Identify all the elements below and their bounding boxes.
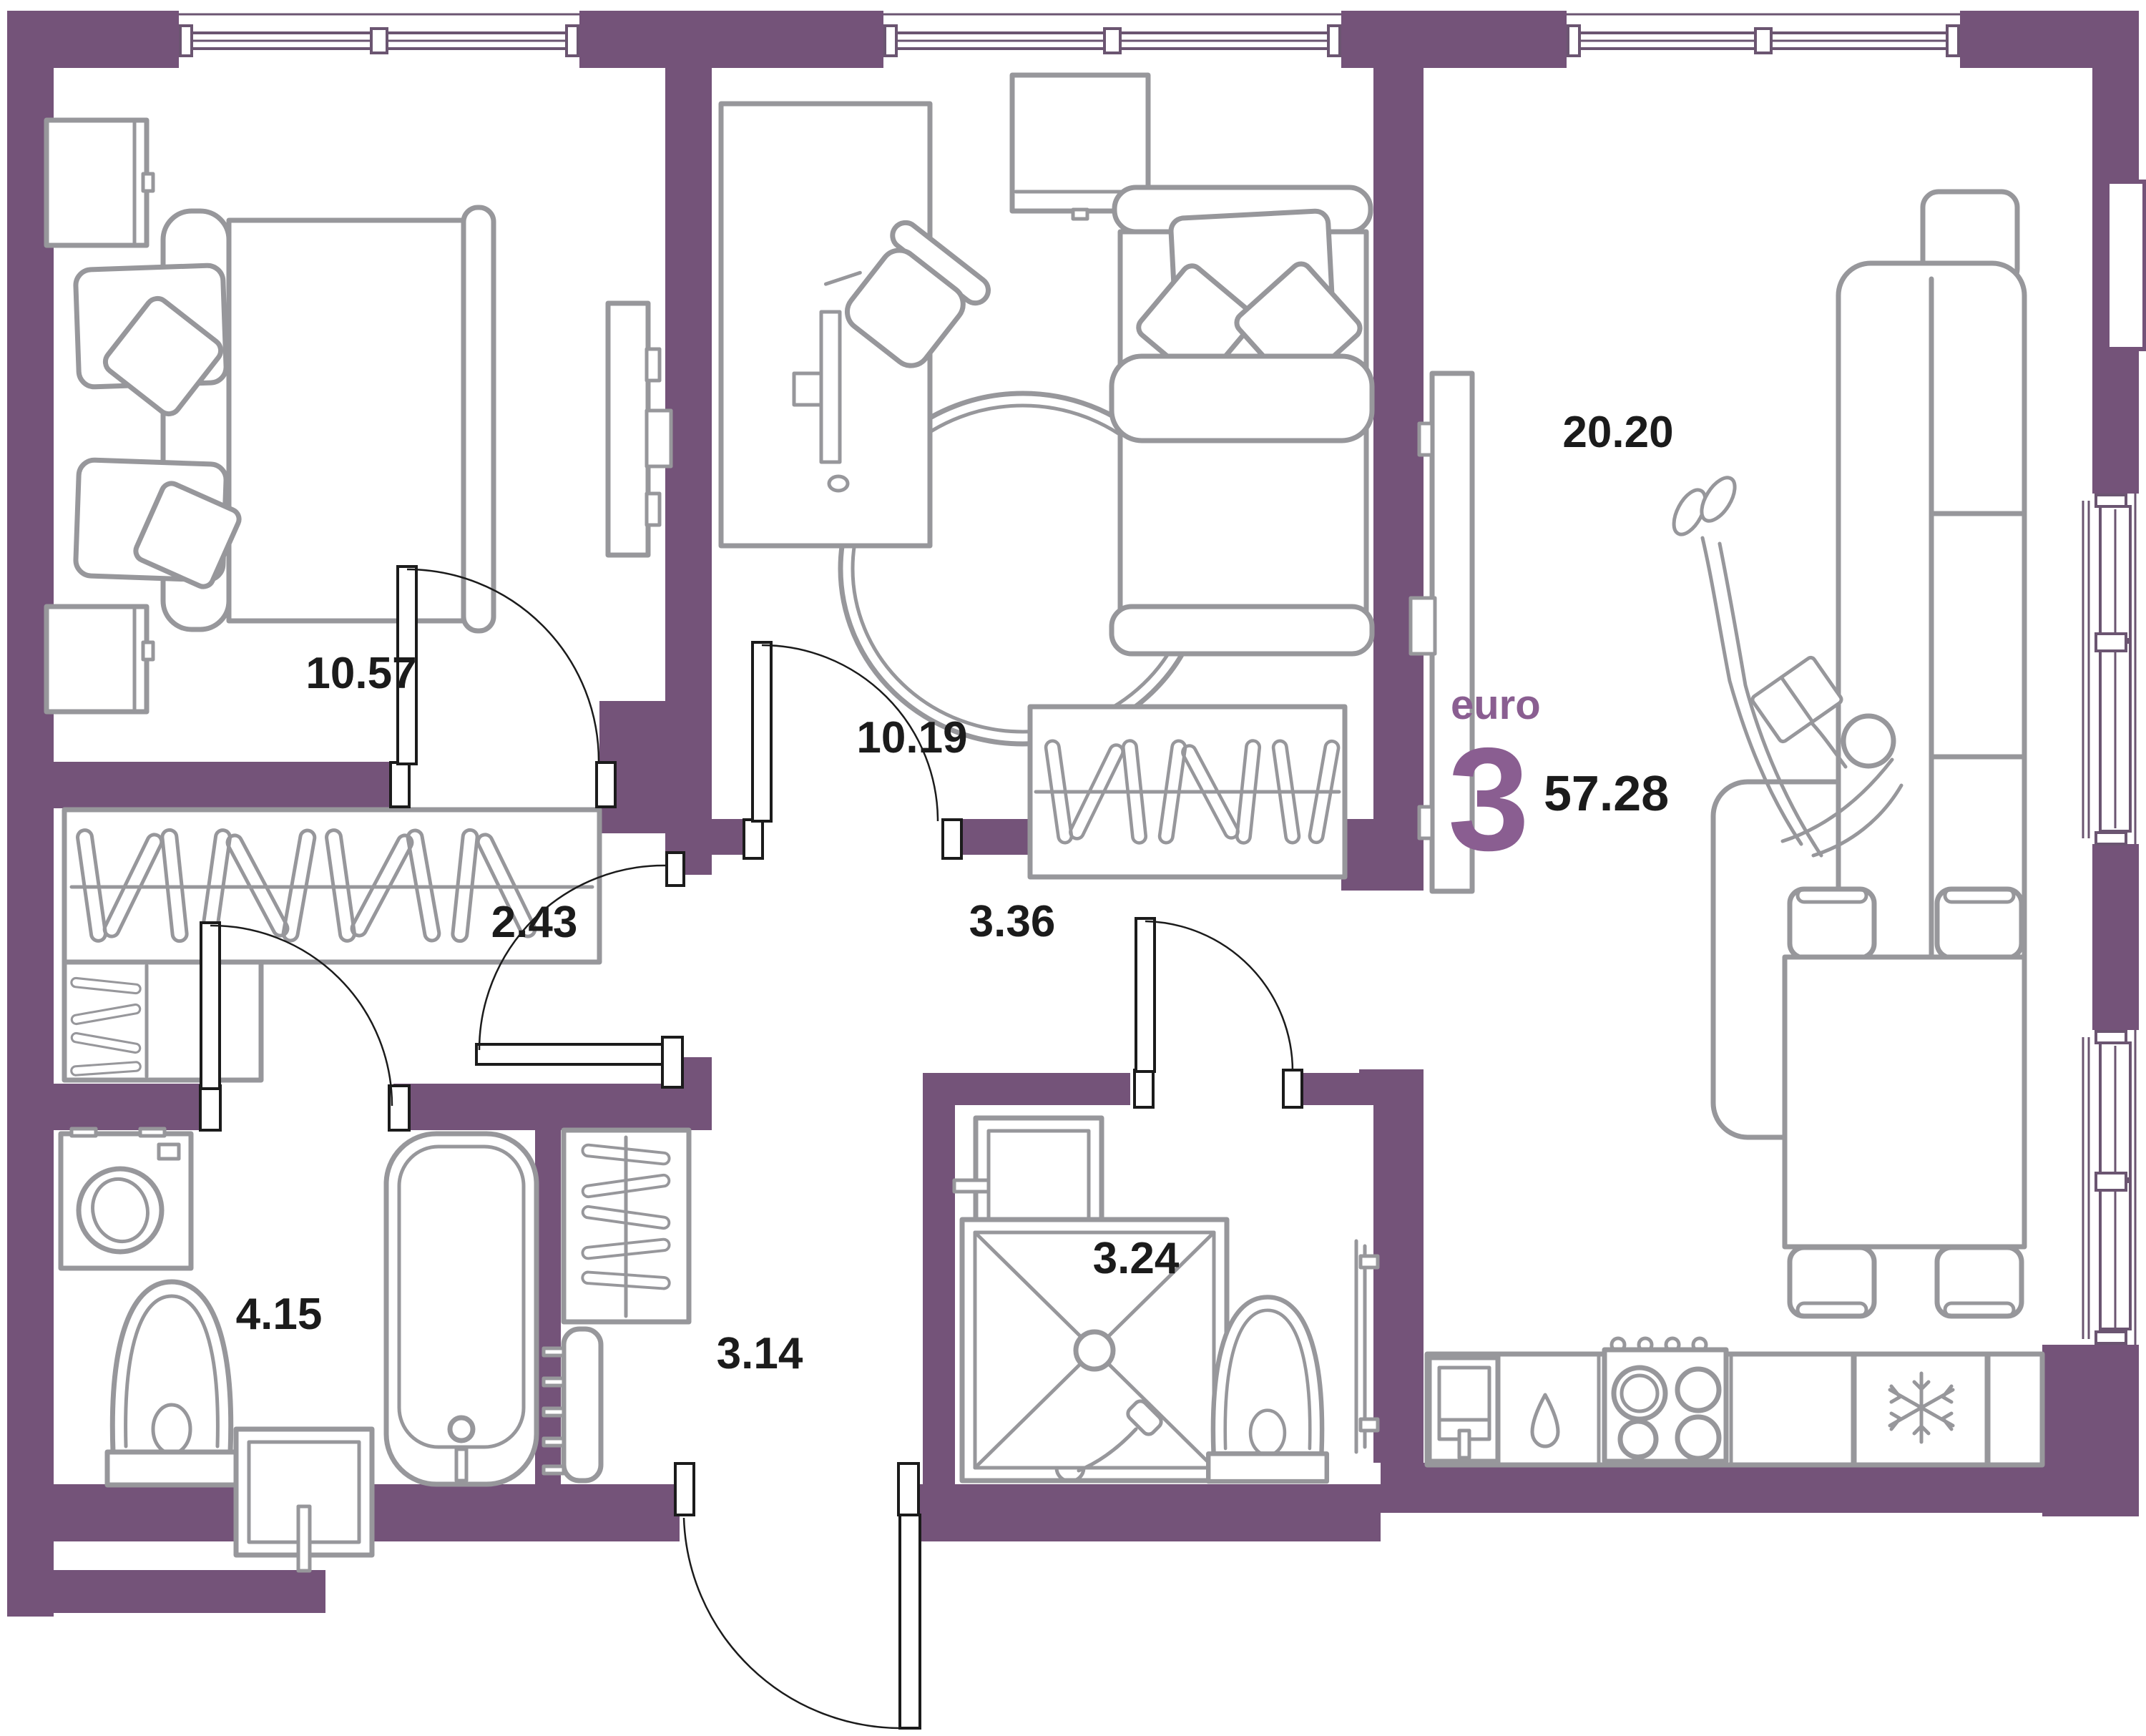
room-label-bathroom: 4.15	[236, 1290, 323, 1339]
balcony-element	[2105, 180, 2146, 351]
door-corridor-hallway	[475, 851, 685, 1089]
toilet-bathroom	[104, 1279, 239, 1488]
window-right-upper	[2082, 494, 2137, 845]
entrance-door	[674, 1462, 921, 1730]
faucet-drop-icon	[1530, 1393, 1560, 1448]
door-shower-room	[1133, 917, 1303, 1109]
room-label-entrance-hall: 3.14	[717, 1329, 803, 1378]
window-bedroom-2	[883, 13, 1341, 57]
towel-rail	[1354, 1239, 1380, 1454]
door-bedroom-2	[743, 641, 963, 860]
room-label-corridor: 2.43	[491, 898, 578, 947]
tv-bedroom	[605, 300, 673, 558]
room-label-bedroom-2: 10.19	[856, 713, 967, 762]
kitchen-sink	[1426, 1355, 1501, 1464]
single-bed	[1109, 185, 1375, 657]
tv-living	[1408, 371, 1475, 894]
office-chair	[823, 220, 991, 368]
toilet-shower-room	[1205, 1295, 1330, 1484]
room-label-living: 20.20	[1562, 408, 1673, 457]
door-bathroom	[199, 921, 411, 1132]
door-bedroom	[389, 565, 617, 808]
double-bed	[73, 205, 496, 634]
fridge	[1851, 1351, 1990, 1468]
window-right-lower	[2082, 1030, 2137, 1345]
sink-bathroom	[233, 1426, 375, 1573]
bathtub	[383, 1131, 539, 1487]
unit-type-label: euro	[1451, 682, 1541, 728]
room-label-shower-room: 3.24	[1093, 1234, 1180, 1283]
unit-summary: euro 3 57.28	[1448, 682, 1669, 881]
person-reading	[1672, 476, 1904, 858]
dining-table-set	[1782, 889, 2027, 1316]
snowflake-icon	[1888, 1371, 1955, 1444]
room-label-bedroom: 10.57	[305, 649, 416, 698]
wardrobe-corridor	[62, 807, 602, 965]
walls	[7, 11, 2139, 1617]
shoe-rack	[542, 1326, 604, 1484]
nightstand-2	[44, 604, 155, 715]
window-bedroom	[179, 13, 579, 57]
coat-rack	[561, 1127, 692, 1325]
unit-rooms-count: 3	[1448, 717, 1529, 881]
unit-total-area: 57.28	[1544, 765, 1669, 821]
nightstand-1	[44, 117, 155, 248]
room-label-hallway: 3.36	[969, 897, 1056, 946]
stove	[1602, 1336, 1729, 1464]
wardrobe-bedroom-2	[1027, 704, 1348, 880]
window-living	[1567, 13, 1960, 57]
closet-corridor	[62, 959, 264, 1083]
washing-machine	[58, 1127, 194, 1271]
